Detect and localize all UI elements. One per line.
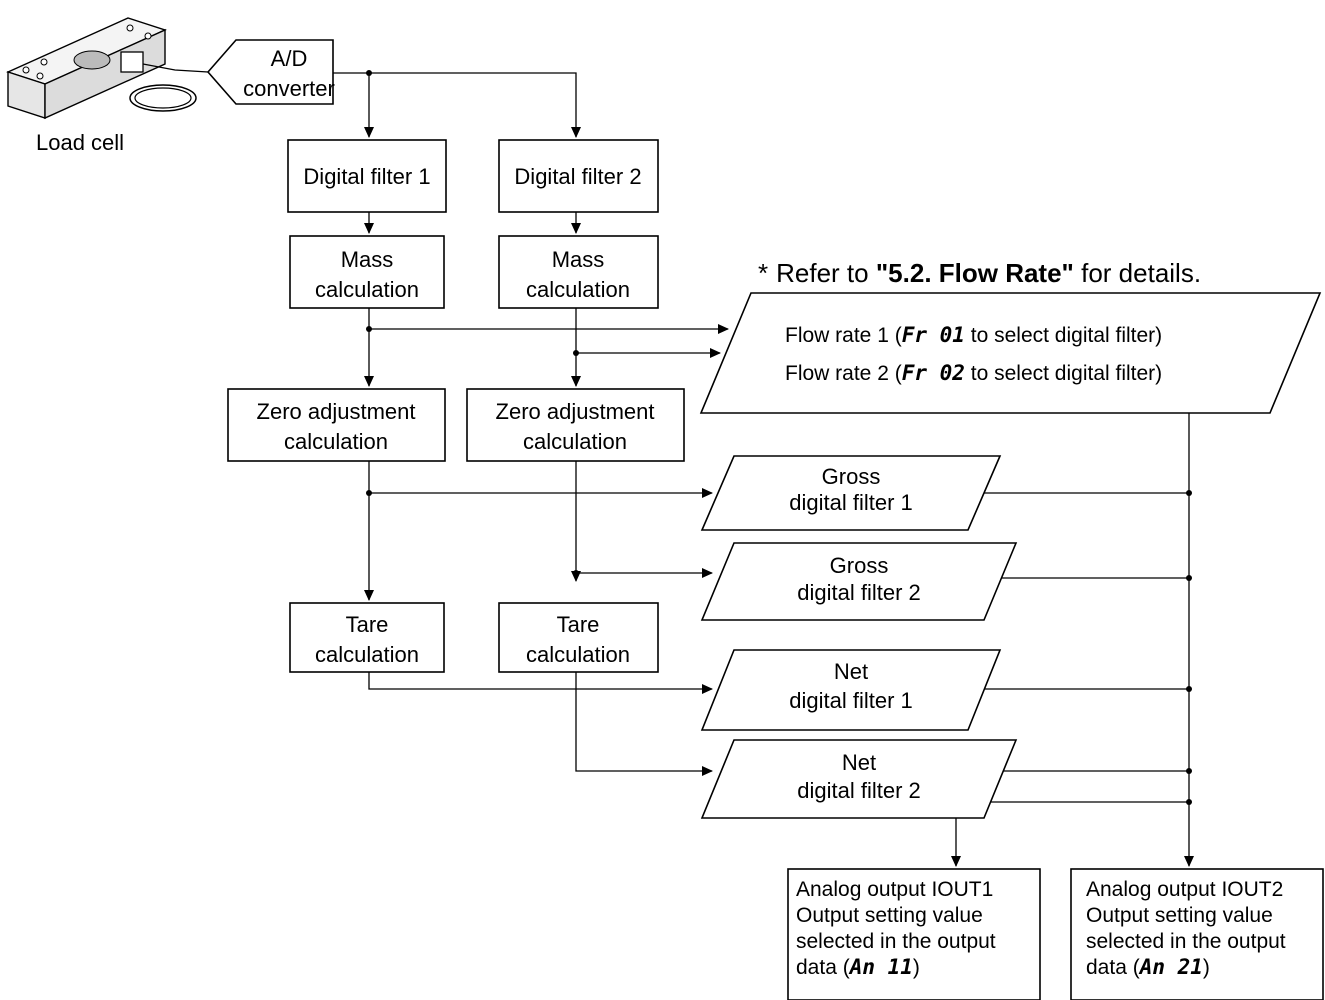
net-filter-2-line2: digital filter 2 (797, 778, 921, 803)
digital-filter-2-label: Digital filter 2 (514, 164, 641, 189)
analog-output-1-line3: selected in the output (796, 930, 996, 953)
analog-output-2-line4: data (An 21) (1086, 955, 1210, 979)
gross-filter-1-box (700, 455, 1002, 531)
mass-calc-1-line2: calculation (315, 277, 419, 302)
analog-output-1-box (787, 868, 1041, 1000)
tare-calc-1-line1: Tare (346, 612, 389, 637)
adc-shape (206, 39, 334, 105)
digital-filter-2-box (498, 139, 659, 213)
mass-calc-1-box (289, 235, 445, 309)
mass-calc-2-box (498, 235, 659, 309)
flow-rate-1-code: Fr 01 (902, 323, 965, 347)
note-prefix: Refer to (776, 258, 876, 288)
analog-output-1-line2: Output setting value (796, 904, 983, 927)
flow-rate-note: * Refer to "5.2. Flow Rate" for details. (758, 258, 1201, 288)
tare-calc-2-line1: Tare (557, 612, 600, 637)
gross-filter-1-line1: Gross (822, 464, 881, 489)
zero-calc-1-box (227, 388, 446, 462)
net-filter-1-box (700, 649, 1002, 731)
gross-filter-2-box (700, 542, 1018, 621)
connector-lines (333, 70, 1194, 867)
analog-output-1-line4: data (An 11) (796, 955, 920, 979)
note-suffix: for details. (1074, 258, 1201, 288)
tare-calc-1-line2: calculation (315, 642, 419, 667)
gross-filter-2-line2: digital filter 2 (797, 580, 921, 605)
analog-output-1-line1: Analog output IOUT1 (796, 878, 993, 901)
flow-rate-2: Flow rate 2 (Fr 02 to select digital fil… (785, 361, 1162, 385)
flow-rate-2-code: Fr 02 (902, 361, 965, 385)
zero-calc-1-line2: calculation (284, 429, 388, 454)
tare-calc-1-box (289, 602, 445, 673)
load-cell-label: Load cell (36, 130, 124, 155)
zero-calc-2-box (466, 388, 685, 462)
analog-output-2-code: An 21 (1138, 955, 1203, 979)
analog-output-1-code: An 11 (848, 955, 913, 979)
mass-calc-2-line2: calculation (526, 277, 630, 302)
digital-filter-1-box (287, 139, 447, 213)
analog-output-2-line1: Analog output IOUT2 (1086, 878, 1283, 901)
gross-filter-1-line2: digital filter 1 (789, 490, 913, 515)
adc-line2: converter (243, 76, 335, 101)
note-asterisk: * (758, 258, 768, 288)
mass-calc-1-line1: Mass (341, 247, 394, 272)
tare-calc-2-box (498, 602, 659, 673)
analog-output-2-line2: Output setting value (1086, 904, 1273, 927)
adc-line1: A/D (271, 46, 308, 71)
gross-filter-2-line1: Gross (830, 553, 889, 578)
zero-calc-2-line2: calculation (523, 429, 627, 454)
digital-filter-1-label: Digital filter 1 (303, 164, 430, 189)
net-filter-1-line1: Net (834, 659, 868, 684)
load-cell-illustration (6, 17, 209, 120)
net-filter-2-line1: Net (842, 750, 876, 775)
tare-calc-2-line2: calculation (526, 642, 630, 667)
flow-rate-box (699, 292, 1322, 414)
analog-output-2-line3: selected in the output (1086, 930, 1286, 953)
mass-calc-2-line1: Mass (552, 247, 605, 272)
flow-rate-1: Flow rate 1 (Fr 01 to select digital fil… (785, 323, 1162, 347)
zero-calc-1-line1: Zero adjustment (257, 399, 416, 424)
zero-calc-2-line1: Zero adjustment (496, 399, 655, 424)
note-reference: "5.2. Flow Rate" (876, 258, 1074, 288)
analog-output-2-box (1070, 868, 1324, 1000)
net-filter-2-box (700, 739, 1018, 819)
net-filter-1-line2: digital filter 1 (789, 688, 913, 713)
